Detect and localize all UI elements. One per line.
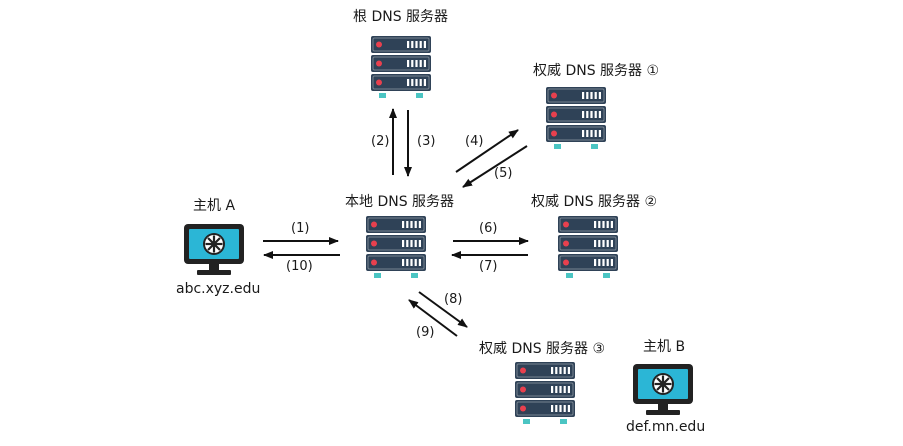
step-label-5: (5) bbox=[494, 166, 513, 181]
host-a-address: abc.xyz.edu bbox=[176, 281, 261, 297]
auth-dns-1-label: 权威 DNS 服务器 ① bbox=[533, 63, 660, 79]
host-b-address: def.mn.edu bbox=[626, 419, 706, 435]
step-label-6: (6) bbox=[479, 221, 498, 236]
host-b-label: 主机 B bbox=[643, 339, 686, 355]
monitor-icon bbox=[631, 362, 695, 422]
server-icon bbox=[514, 362, 576, 432]
server-icon bbox=[545, 87, 607, 157]
auth-dns-2-label: 权威 DNS 服务器 ② bbox=[531, 194, 658, 210]
step-label-1: (1) bbox=[291, 221, 310, 236]
server-icon bbox=[370, 36, 432, 106]
local-dns-label: 本地 DNS 服务器 bbox=[345, 194, 455, 210]
step-label-9: (9) bbox=[416, 325, 435, 340]
server-icon bbox=[365, 216, 427, 286]
step-label-10: (10) bbox=[286, 259, 313, 274]
server-icon bbox=[557, 216, 619, 286]
step-label-3: (3) bbox=[417, 134, 436, 149]
step-label-2: (2) bbox=[371, 134, 390, 149]
host-a-label: 主机 A bbox=[193, 198, 236, 214]
root-dns-label: 根 DNS 服务器 bbox=[353, 9, 449, 25]
arrow-step-8 bbox=[418, 291, 468, 328]
step-label-8: (8) bbox=[444, 292, 463, 307]
arrow-step-5 bbox=[462, 145, 528, 188]
step-label-4: (4) bbox=[465, 134, 484, 149]
arrow-step-4 bbox=[455, 129, 519, 173]
arrow-step-9 bbox=[408, 299, 458, 337]
step-label-7: (7) bbox=[479, 259, 498, 274]
monitor-icon bbox=[182, 222, 246, 282]
auth-dns-3-label: 权威 DNS 服务器 ③ bbox=[479, 341, 606, 357]
